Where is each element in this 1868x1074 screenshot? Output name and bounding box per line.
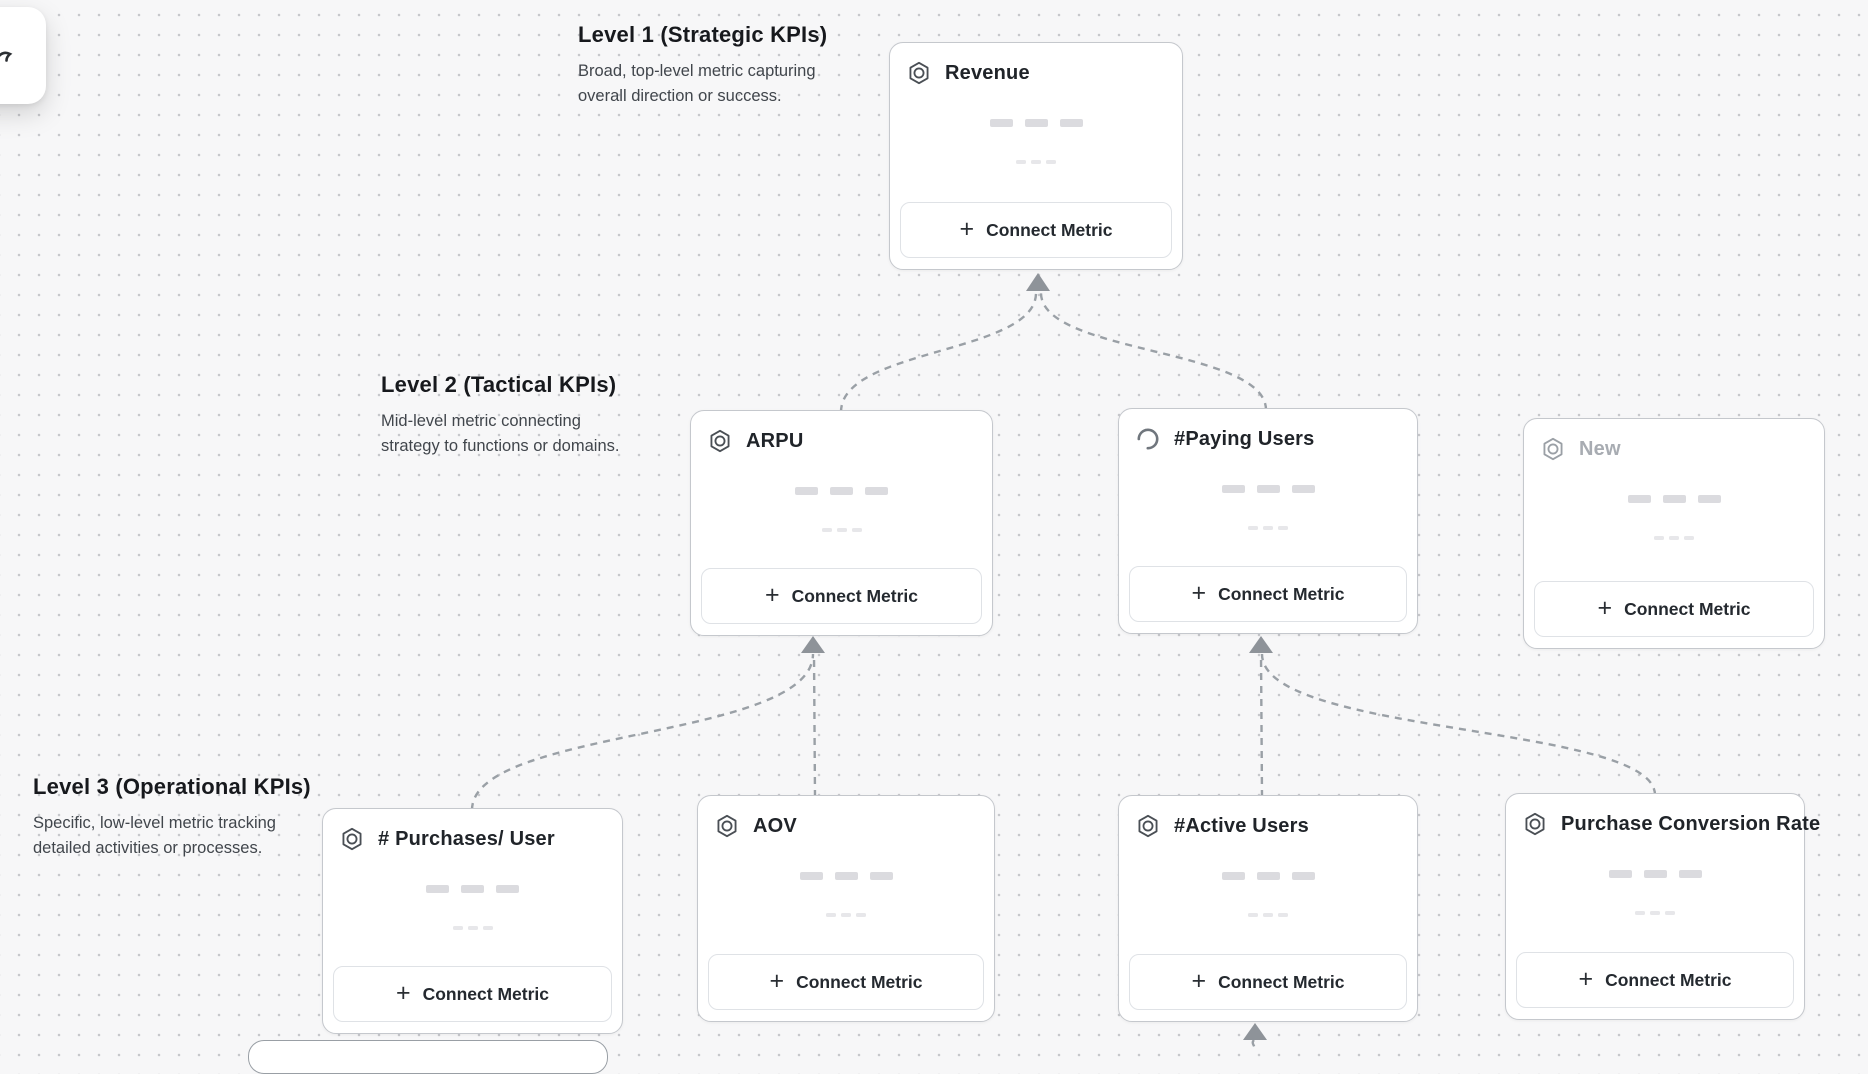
plus-icon: + [395,978,411,1007]
node-aov[interactable]: AOV + Connect Metric [697,795,995,1022]
connect-metric-button[interactable]: + Connect Metric [900,202,1172,258]
metric-hexagon-icon [339,826,365,852]
metric-hexagon-icon [1540,436,1566,462]
node-title: Revenue [945,61,1030,84]
arrowhead-into-paying-users [1249,636,1273,653]
skeleton-dashes [1119,526,1417,530]
edge-purchases-to-arpu [470,653,815,811]
node-title: #Paying Users [1174,427,1315,450]
skeleton-bars [698,872,994,880]
level-2-description-line2: strategy to functions or domains. [381,437,620,455]
node-title: # Purchases/ User [378,827,555,850]
skeleton-dashes [691,528,992,532]
skeleton-dashes [323,926,622,930]
metric-hexagon-icon [1522,811,1548,837]
metric-hexagon-icon [707,428,733,454]
connect-metric-button[interactable]: + Connect Metric [701,568,982,624]
connect-metric-label: Connect Metric [1605,969,1732,990]
node-new[interactable]: New + Connect Metric [1523,418,1825,649]
cursor-icon [0,51,13,62]
edge-offscreen-to-active-users [1251,1039,1256,1048]
metric-hexagon-icon [1135,813,1161,839]
level-3-label: Level 3 (Operational KPIs) Specific, low… [33,774,311,861]
level-2-label: Level 2 (Tactical KPIs) Mid-level metric… [381,372,619,459]
edge-aov-to-arpu [812,653,817,798]
skeleton-dashes [1119,913,1417,917]
skeleton-dashes [890,160,1182,164]
connect-metric-button[interactable]: + Connect Metric [333,966,612,1022]
skeleton-dashes [698,913,994,917]
node-active-users[interactable]: #Active Users + Connect Metric [1118,795,1418,1022]
connect-metric-button[interactable]: + Connect Metric [1129,954,1407,1010]
skeleton-bars [890,119,1182,127]
spinner-icon [1135,426,1161,452]
skeleton-bars [323,885,622,893]
node-title: AOV [753,814,797,837]
floating-toolbar-panel[interactable] [0,7,46,104]
edge-active-users-to-paying-users [1259,653,1264,798]
connect-metric-button[interactable]: + Connect Metric [1129,566,1407,622]
node-title: Purchase Conversion Rate [1561,812,1821,835]
node-purchase-conversion-rate[interactable]: Purchase Conversion Rate + Connect Metri… [1505,793,1820,1020]
skeleton-bars [1524,495,1824,503]
node-arpu[interactable]: ARPU + Connect Metric [690,410,993,636]
level-2-description-line1: Mid-level metric connecting [381,412,581,430]
plus-icon: + [764,580,780,609]
connect-metric-button[interactable]: + Connect Metric [708,954,984,1010]
level-3-description-line2: detailed activities or processes. [33,839,263,857]
level-1-label: Level 1 (Strategic KPIs) Broad, top-leve… [578,22,827,109]
plus-icon: + [1578,964,1594,993]
node-paying-users[interactable]: #Paying Users + Connect Metric [1118,408,1418,634]
skeleton-bars [1119,485,1417,493]
skeleton-bars [691,487,992,495]
connect-metric-label: Connect Metric [1218,583,1345,604]
edge-conversion-rate-to-paying-users [1260,653,1657,796]
node-purchases-per-user[interactable]: # Purchases/ User + Connect Metric [322,808,623,1034]
skeleton-bars [1119,872,1417,880]
connect-metric-label: Connect Metric [986,219,1113,240]
connect-metric-label: Connect Metric [1624,598,1751,619]
connect-metric-label: Connect Metric [791,585,918,606]
plus-icon: + [1597,593,1613,622]
metric-hexagon-icon [906,60,932,86]
level-2-title: Level 2 (Tactical KPIs) [381,372,617,397]
connect-metric-label: Connect Metric [422,983,549,1004]
node-revenue[interactable]: Revenue + Connect Metric [889,42,1183,270]
partial-node-bottom[interactable] [248,1040,608,1074]
skeleton-dashes [1506,911,1804,915]
level-1-description-line2: overall direction or success. [578,87,782,105]
plus-icon: + [1191,578,1207,607]
level-3-title: Level 3 (Operational KPIs) [33,774,311,799]
edge-paying-users-to-revenue [1039,292,1268,411]
arrowhead-into-active-users [1243,1023,1267,1040]
connect-metric-button[interactable]: + Connect Metric [1516,952,1794,1008]
plus-icon: + [769,966,785,995]
connect-metric-label: Connect Metric [1218,971,1345,992]
arrowhead-into-revenue [1026,273,1050,291]
connect-metric-label: Connect Metric [796,971,923,992]
level-3-description-line1: Specific, low-level metric tracking [33,814,276,832]
connect-metric-button[interactable]: + Connect Metric [1534,581,1814,637]
level-1-description-line1: Broad, top-level metric capturing [578,62,816,80]
level-1-title: Level 1 (Strategic KPIs) [578,22,828,47]
skeleton-bars [1506,870,1804,878]
node-title: ARPU [746,429,804,452]
arrowhead-into-arpu [801,636,825,653]
node-title: #Active Users [1174,814,1309,837]
plus-icon: + [1191,966,1207,995]
edge-arpu-to-revenue [839,292,1038,413]
metric-hexagon-icon [714,813,740,839]
plus-icon: + [959,214,975,243]
node-title: New [1579,437,1621,460]
skeleton-dashes [1524,536,1824,540]
